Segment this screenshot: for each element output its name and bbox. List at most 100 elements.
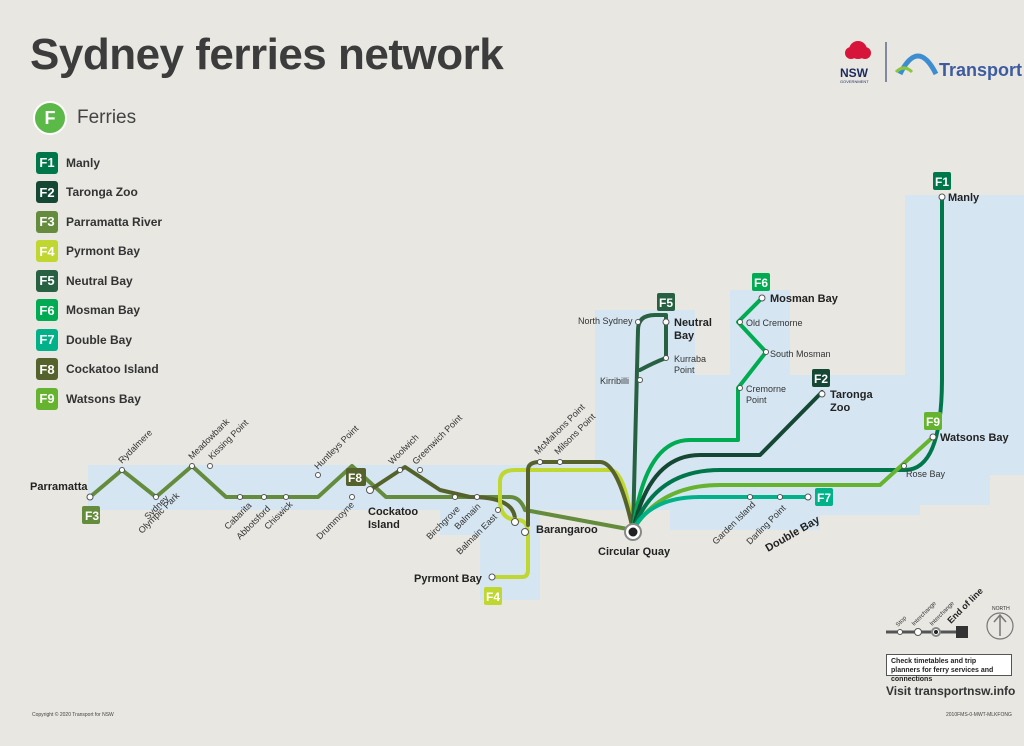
badge-f8: F8 bbox=[348, 471, 362, 485]
stop-mcmahons-point bbox=[537, 459, 543, 465]
label-south-mosman: South Mosman bbox=[770, 349, 831, 359]
legend-item-f1[interactable]: F1 Manly bbox=[36, 148, 162, 178]
label-kurraba: Kurraba bbox=[674, 354, 706, 364]
legend-item-f3[interactable]: F3 Parramatta River bbox=[36, 207, 162, 237]
label-kirribilli: Kirribilli bbox=[600, 376, 629, 386]
route-line-f8-north bbox=[526, 460, 635, 532]
stop-darling-point bbox=[777, 494, 783, 500]
badge-f1: F1 bbox=[935, 175, 949, 189]
label-kurraba-2: Point bbox=[674, 365, 695, 375]
page-title: Sydney ferries network bbox=[30, 30, 504, 79]
route-line-f8 bbox=[368, 465, 517, 522]
stop-drummoyne bbox=[349, 494, 355, 500]
stop-meadowbank bbox=[189, 463, 195, 469]
stop-old-cremorne bbox=[737, 319, 743, 325]
stop-rydalmere bbox=[119, 467, 125, 473]
nsw-government-label: GOVERNMENT bbox=[840, 79, 869, 84]
stop-kurraba-point bbox=[663, 355, 669, 361]
stop-parramatta bbox=[86, 493, 94, 501]
stop-greenwich-point bbox=[417, 467, 423, 473]
stop-barangaroo bbox=[511, 518, 519, 526]
stop-rose-bay bbox=[901, 463, 907, 469]
legend-item-f8[interactable]: F8 Cockatoo Island bbox=[36, 355, 162, 385]
north-arrow-icon bbox=[986, 612, 1014, 640]
route-badge: F7 bbox=[36, 328, 58, 351]
badge-f7: F7 bbox=[817, 491, 831, 505]
label-parramatta: Parramatta bbox=[30, 481, 88, 493]
stop-huntleys-point bbox=[315, 472, 321, 478]
stop-double-bay bbox=[804, 493, 812, 501]
route-line-f5 bbox=[631, 313, 669, 532]
badge-f2: F2 bbox=[814, 372, 828, 386]
stop-milsons-point bbox=[557, 459, 563, 465]
stop-manly bbox=[938, 193, 946, 201]
route-name: Parramatta River bbox=[66, 214, 163, 229]
visit-link[interactable]: Visit transportnsw.info bbox=[886, 684, 1016, 698]
route-badge: F1 bbox=[36, 151, 58, 174]
key-stop: Stop bbox=[895, 615, 908, 628]
route-badge: F5 bbox=[36, 269, 58, 292]
label-pyrmont-bay: Pyrmont Bay bbox=[414, 573, 483, 585]
document-id: 2010FMS-0-MWT-MLKFONG bbox=[946, 712, 1012, 718]
mode-header: F Ferries bbox=[33, 101, 136, 135]
stop-kirribilli bbox=[637, 377, 643, 383]
route-badge: F3 bbox=[36, 210, 58, 233]
label-barangaroo: Barangaroo bbox=[536, 524, 598, 536]
route-badge: F8 bbox=[36, 358, 58, 381]
route-name: Manly bbox=[66, 155, 101, 170]
stop-barangaroo-2 bbox=[521, 528, 529, 536]
stop-mosman-bay bbox=[758, 294, 766, 302]
route-badge: F9 bbox=[36, 387, 58, 410]
legend-item-f4[interactable]: F4 Pyrmont Bay bbox=[36, 237, 162, 267]
label-manly: Manly bbox=[948, 192, 980, 204]
route-name: Watsons Bay bbox=[66, 391, 141, 406]
stop-chiswick bbox=[283, 494, 289, 500]
stop-olympic-park bbox=[153, 494, 159, 500]
stop-watsons-bay bbox=[929, 433, 937, 441]
label-taronga-2: Zoo bbox=[830, 402, 850, 414]
label-circular-quay: Circular Quay bbox=[598, 546, 671, 558]
label-mosman-bay: Mosman Bay bbox=[770, 293, 839, 305]
badge-f3: F3 bbox=[85, 509, 99, 523]
badge-f5: F5 bbox=[659, 296, 673, 310]
stop-south-mosman bbox=[763, 349, 769, 355]
harbour-water bbox=[88, 195, 1024, 600]
route-line-f7 bbox=[631, 495, 810, 532]
label-cockatoo: Cockatoo bbox=[368, 506, 418, 518]
route-line-f3 bbox=[88, 464, 635, 532]
stop-balmain bbox=[474, 494, 480, 500]
ferry-mode-icon: F bbox=[33, 101, 67, 135]
badge-f6: F6 bbox=[754, 276, 768, 290]
nsw-wordmark: NSW bbox=[840, 66, 868, 80]
north-label: NORTH bbox=[992, 606, 1010, 612]
label-cremorne: Cremorne bbox=[746, 384, 786, 394]
stop-taronga-zoo bbox=[818, 390, 826, 398]
label-taronga: Taronga bbox=[830, 389, 873, 401]
route-name: Cockatoo Island bbox=[66, 362, 159, 377]
label-cremorne-2: Point bbox=[746, 395, 767, 405]
stop-woolwich bbox=[397, 467, 403, 473]
stop-abbotsford bbox=[261, 494, 267, 500]
route-badge: F4 bbox=[36, 240, 58, 263]
map-key: Stop Interchange Interchange End of line… bbox=[886, 586, 1014, 640]
stop-pyrmont-bay bbox=[488, 573, 496, 581]
route-name: Pyrmont Bay bbox=[66, 244, 141, 259]
label-neutral-bay: Neutral bbox=[674, 317, 712, 329]
info-box: Check timetables and trip planners for f… bbox=[886, 654, 1012, 683]
legend-item-f9[interactable]: F9 Watsons Bay bbox=[36, 384, 162, 414]
label-cockatoo-2: Island bbox=[368, 519, 400, 531]
badge-f9: F9 bbox=[926, 415, 940, 429]
mode-label: Ferries bbox=[77, 107, 137, 128]
route-name: Neutral Bay bbox=[66, 273, 133, 288]
route-badge: F2 bbox=[36, 181, 58, 204]
waratah-icon bbox=[845, 41, 871, 59]
nsw-transport-logo[interactable] bbox=[838, 38, 1018, 88]
route-line-f2 bbox=[631, 390, 824, 532]
route-name: Mosman Bay bbox=[66, 303, 141, 318]
legend-item-f5[interactable]: F5 Neutral Bay bbox=[36, 266, 162, 296]
label-huntleys-point: Huntleys Point bbox=[312, 423, 360, 471]
route-end-badges: F3 F8 F4 F5 F6 F2 F1 F9 F7 bbox=[82, 172, 951, 605]
